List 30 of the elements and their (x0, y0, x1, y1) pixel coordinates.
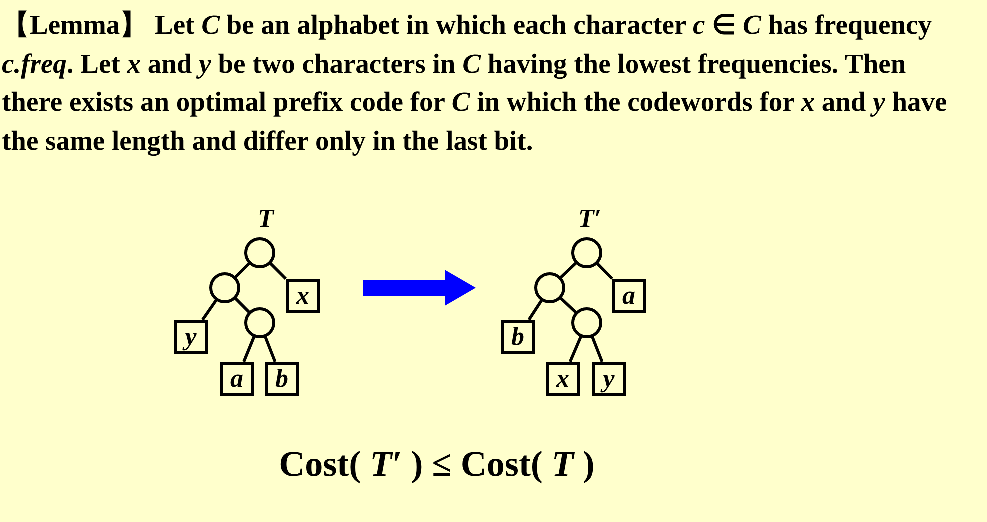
leaf-box: x (546, 362, 580, 396)
tree-edge (202, 299, 218, 321)
internal-node-circle (209, 272, 241, 304)
tree-edge (264, 336, 277, 363)
tree-edge (591, 336, 604, 363)
leaf-box: a (220, 362, 254, 396)
lemma-text: 【Lemma】 Let C be an alphabet in which each character c ∈ C has frequency c.freq. Let x and y be two characters in C having the lowest frequencies. Then there exists an optimal prefix code for C in which the codewords for x and y have the same length and differ only in the last bit. (2, 8, 948, 158)
tree-edge (596, 262, 614, 280)
tree-name: T′ (578, 204, 602, 234)
tree-edge (560, 262, 578, 279)
leaf-box: x (286, 279, 320, 313)
cost-inequality: Cost( T′ ) ≤ Cost( T ) (279, 443, 595, 485)
tree-edge (270, 262, 288, 280)
leaf-box: y (592, 362, 626, 396)
internal-node-circle (244, 307, 276, 339)
internal-node-circle (571, 307, 603, 339)
internal-node-circle (534, 272, 566, 304)
internal-node-circle (244, 237, 276, 269)
tree-edge (242, 336, 256, 363)
leaf-box: y (174, 320, 208, 354)
tree-edge (234, 298, 250, 314)
leaf-box: a (612, 279, 646, 313)
internal-node-circle (571, 237, 603, 269)
leaf-box: b (501, 320, 535, 354)
leaf-box: b (265, 362, 299, 396)
tree-edge (528, 300, 544, 321)
tree-name: T (258, 204, 274, 234)
tree-edge (560, 297, 578, 314)
tree-edge (568, 336, 582, 363)
tree-edge (234, 262, 250, 278)
